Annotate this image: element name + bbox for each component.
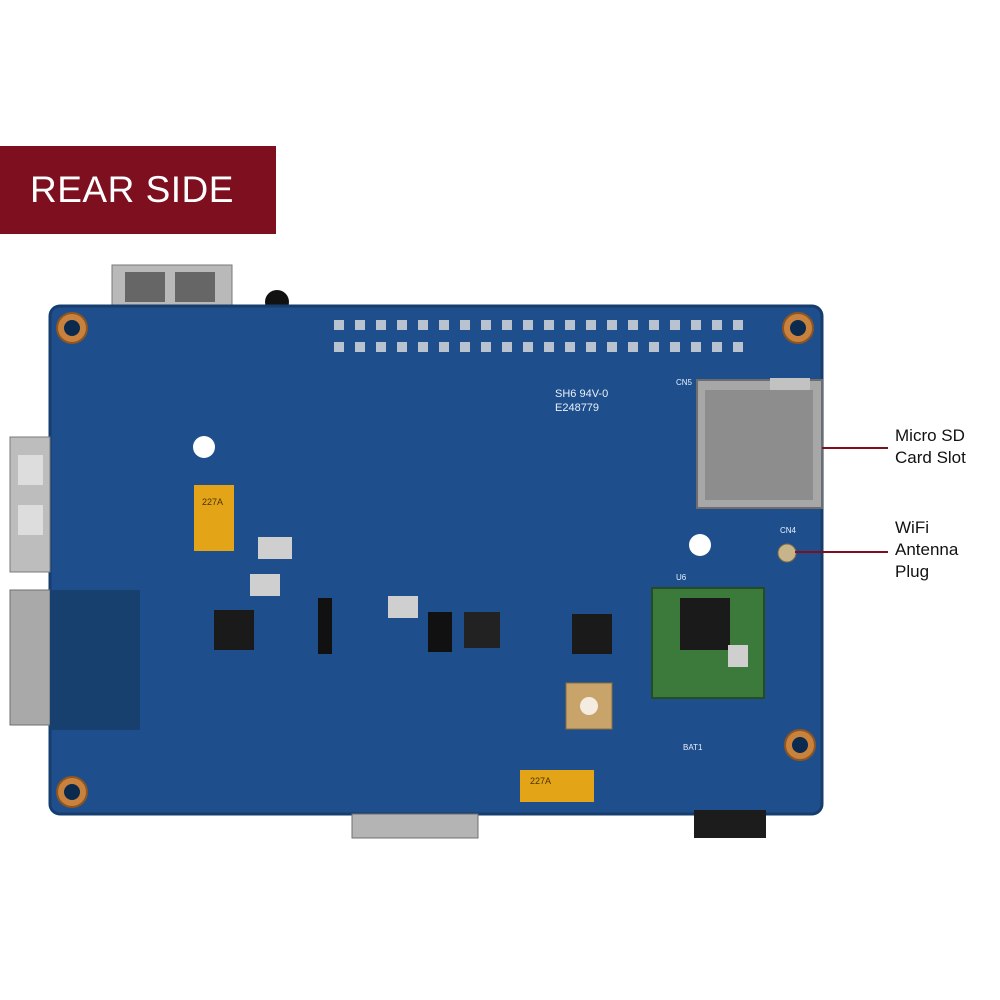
rear-side-banner: REAR SIDE bbox=[0, 146, 276, 234]
gpio-pad bbox=[733, 320, 743, 330]
callout-line1: Micro SD bbox=[895, 426, 965, 445]
gpio-pad bbox=[586, 320, 596, 330]
gpio-pad bbox=[628, 320, 638, 330]
silkscreen-text: E248779 bbox=[555, 402, 599, 414]
gpio-pad bbox=[397, 320, 407, 330]
gpio-pad bbox=[460, 320, 470, 330]
gpio-pad bbox=[376, 320, 386, 330]
push-button bbox=[565, 682, 613, 730]
gpio-pad bbox=[649, 342, 659, 352]
wifi-antenna-plug bbox=[777, 543, 797, 563]
lan-transformer-area bbox=[50, 590, 140, 730]
component bbox=[318, 598, 332, 654]
gpio-pad bbox=[712, 342, 722, 352]
power-connector bbox=[694, 810, 766, 838]
gpio-pad bbox=[691, 320, 701, 330]
board-photo: SH6 94V-0 E248779 CN5 CN4 U6 BAT1 227A 2… bbox=[9, 264, 824, 839]
silkscreen-text: CN5 bbox=[676, 378, 693, 387]
micro-sd-callout-line bbox=[822, 447, 888, 449]
banner-label: REAR SIDE bbox=[30, 169, 234, 210]
wifi-callout-line bbox=[795, 551, 888, 553]
gpio-pad bbox=[502, 320, 512, 330]
crystal bbox=[388, 596, 418, 618]
gpio-pad bbox=[628, 342, 638, 352]
gpio-pad bbox=[334, 342, 344, 352]
gpio-pad bbox=[523, 342, 533, 352]
hdmi-connector bbox=[351, 813, 479, 839]
gpio-pad bbox=[712, 320, 722, 330]
wifi-antenna-callout: WiFi Antenna Plug bbox=[895, 517, 958, 583]
gpio-pad bbox=[481, 320, 491, 330]
tantalum-capacitor bbox=[194, 485, 234, 551]
component bbox=[428, 612, 452, 652]
usb-top-connector bbox=[111, 264, 233, 311]
gpio-pad bbox=[355, 342, 365, 352]
crystal bbox=[258, 537, 292, 559]
callout-line3: Plug bbox=[895, 562, 930, 581]
silkscreen-text: SH6 94V-0 bbox=[555, 388, 608, 400]
tantalum-capacitor bbox=[520, 770, 594, 802]
gpio-pad bbox=[334, 320, 344, 330]
silkscreen-text: 227A bbox=[202, 497, 223, 507]
gpio-pad bbox=[376, 342, 386, 352]
gpio-pad bbox=[523, 320, 533, 330]
chip bbox=[214, 610, 254, 650]
silkscreen-text: BAT1 bbox=[683, 743, 703, 752]
silkscreen-text: CN4 bbox=[780, 526, 797, 535]
silkscreen-text: U6 bbox=[676, 573, 687, 582]
gpio-pad bbox=[565, 342, 575, 352]
gpio-pad bbox=[502, 342, 512, 352]
micro-sd-callout: Micro SD Card Slot bbox=[895, 425, 966, 469]
gpio-pad bbox=[649, 320, 659, 330]
gpio-pad bbox=[586, 342, 596, 352]
gpio-pad bbox=[544, 320, 554, 330]
gpio-pad bbox=[544, 342, 554, 352]
callout-line2: Card Slot bbox=[895, 448, 966, 467]
gpio-pad bbox=[481, 342, 491, 352]
gpio-pad bbox=[733, 342, 743, 352]
gpio-pad bbox=[691, 342, 701, 352]
chip bbox=[572, 614, 612, 654]
gpio-pad bbox=[670, 320, 680, 330]
gpio-pad bbox=[607, 320, 617, 330]
gpio-pad bbox=[418, 320, 428, 330]
gpio-pad bbox=[418, 342, 428, 352]
wifi-module bbox=[651, 587, 765, 699]
ethernet-connector bbox=[9, 589, 51, 726]
micro-sd-slot bbox=[696, 378, 823, 509]
gpio-pad bbox=[607, 342, 617, 352]
gpio-pad bbox=[565, 320, 575, 330]
callout-line1: WiFi bbox=[895, 518, 929, 537]
inductor bbox=[464, 612, 500, 648]
silkscreen-text: 227A bbox=[530, 776, 551, 786]
gpio-header-pads bbox=[334, 320, 743, 352]
gpio-pad bbox=[439, 342, 449, 352]
gpio-pad bbox=[355, 320, 365, 330]
gpio-pad bbox=[397, 342, 407, 352]
callout-line2: Antenna bbox=[895, 540, 959, 559]
gpio-pad bbox=[670, 342, 680, 352]
usb-left-connector bbox=[9, 436, 51, 573]
crystal bbox=[250, 574, 280, 596]
gpio-pad bbox=[439, 320, 449, 330]
gpio-pad bbox=[460, 342, 470, 352]
